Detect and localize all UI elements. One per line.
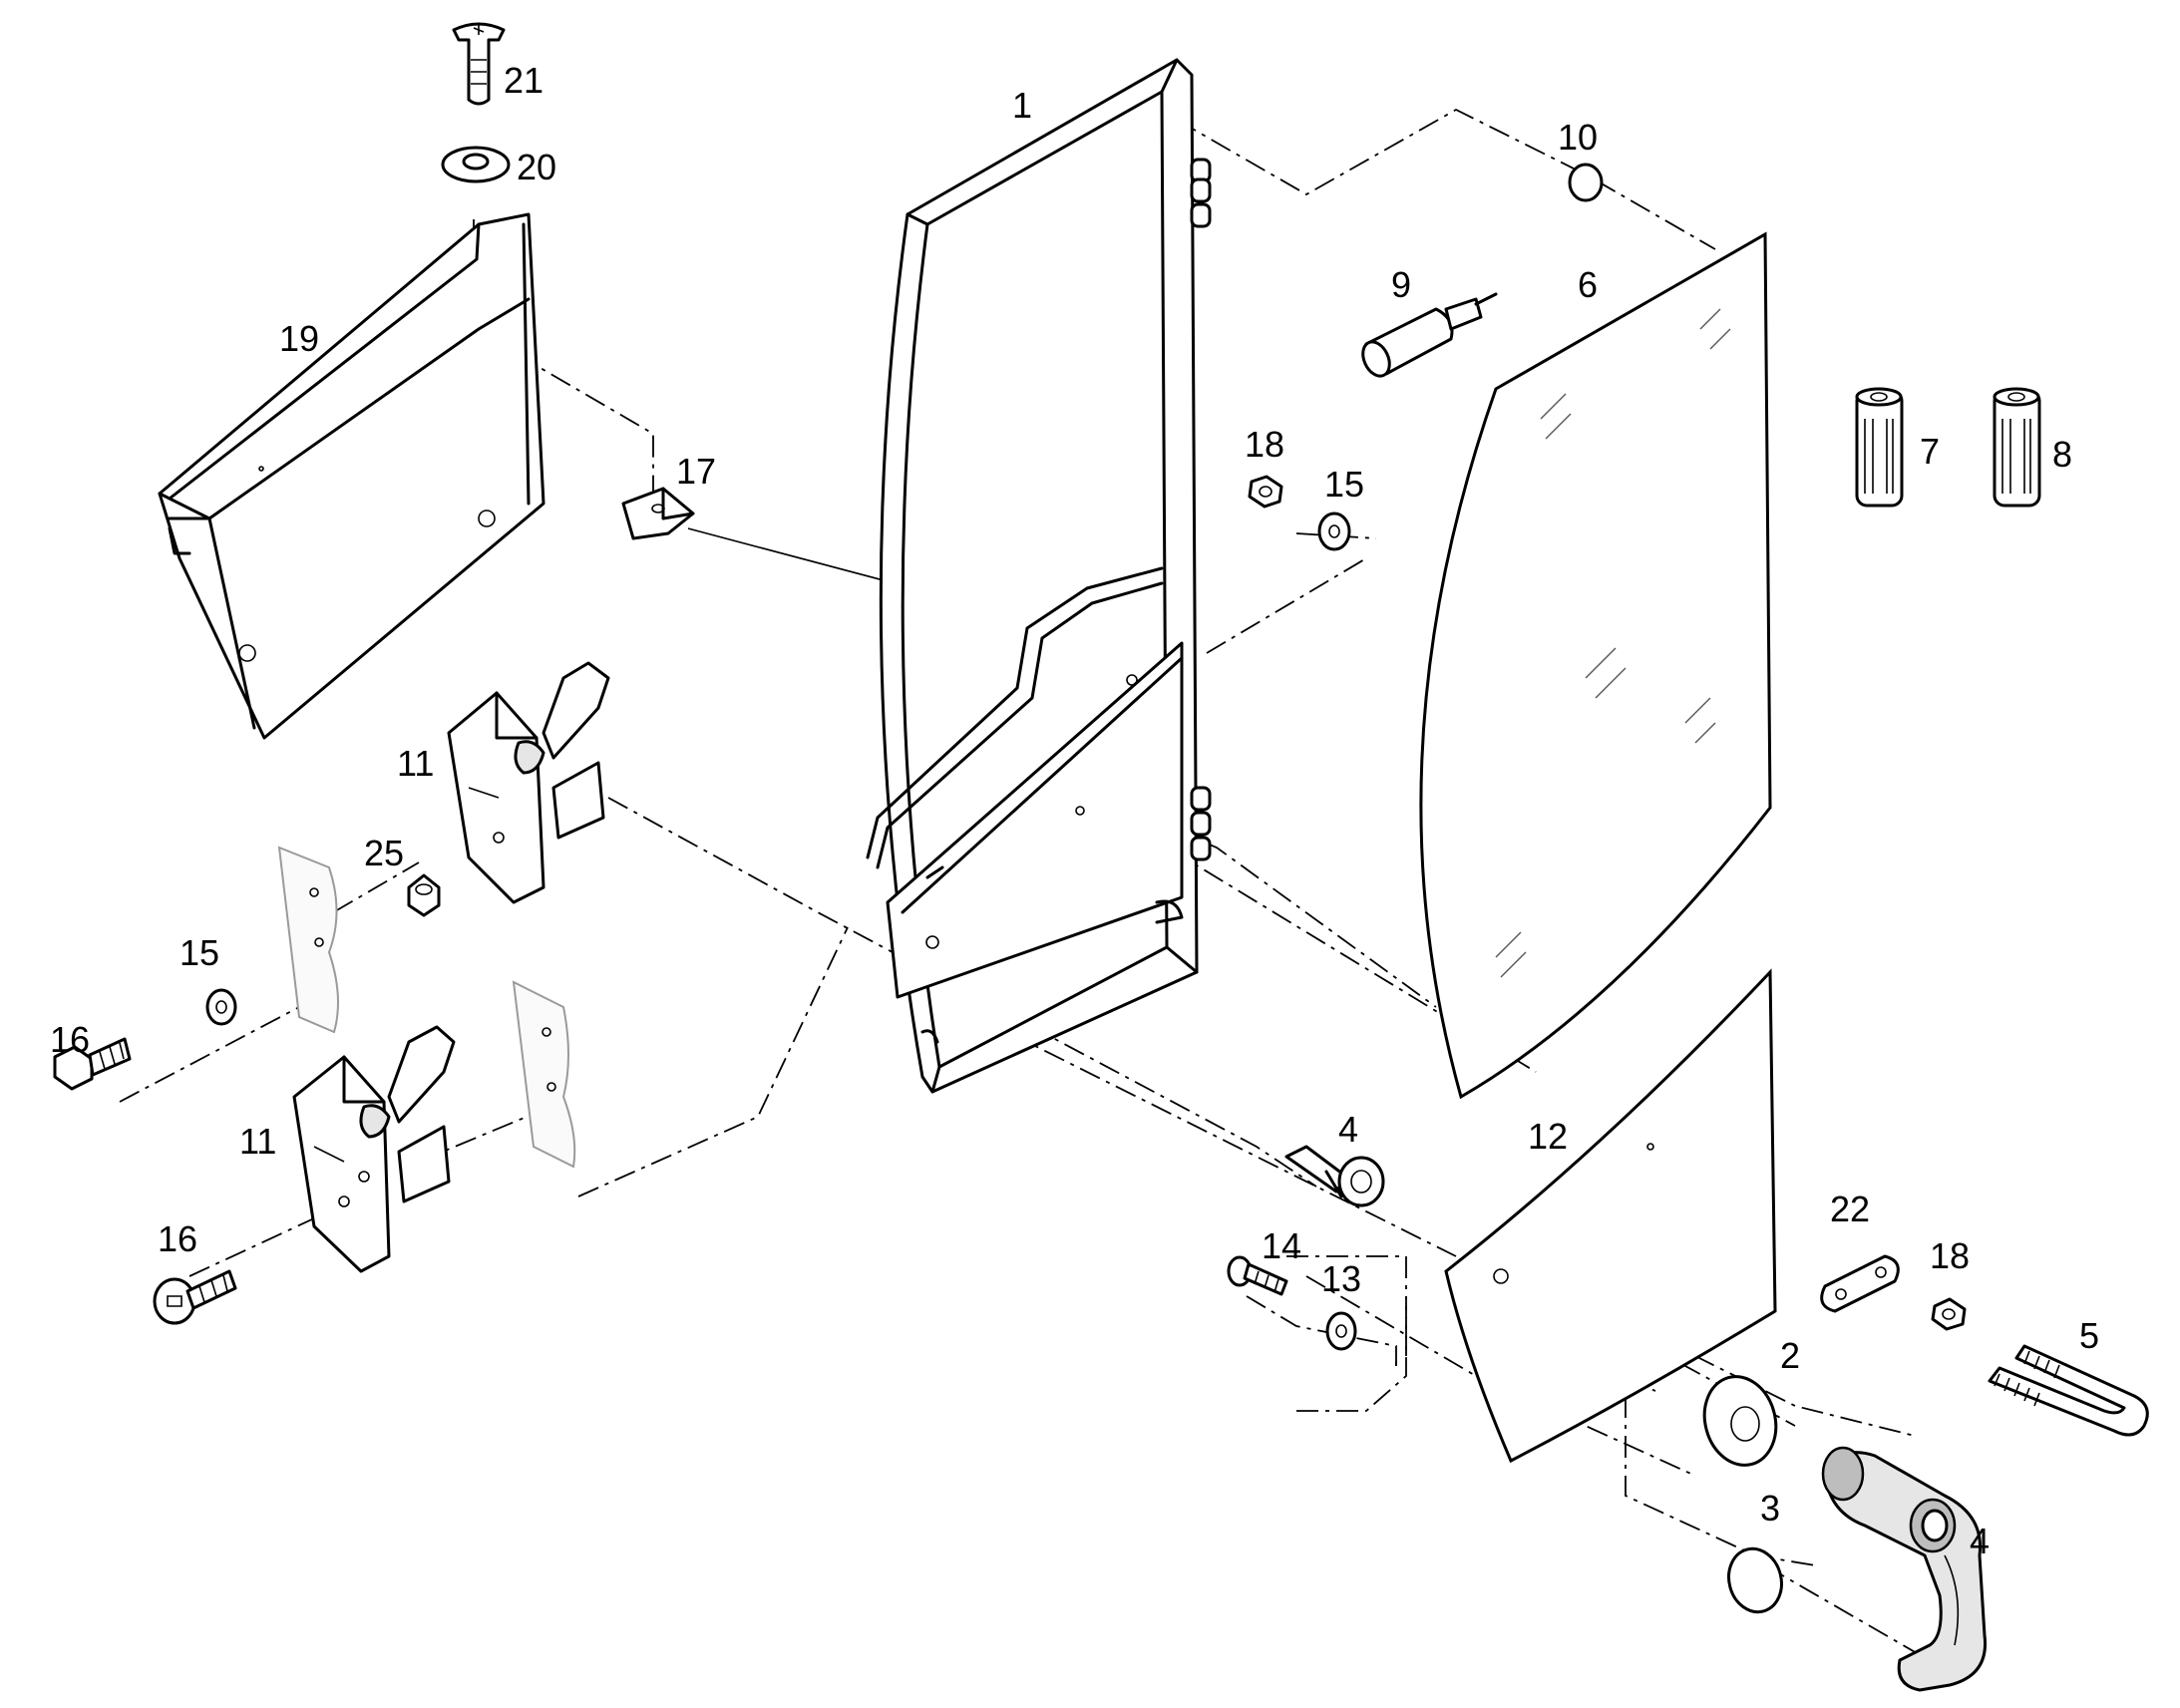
- clip-17: [621, 487, 695, 540]
- callout-13: 13: [1321, 1258, 1361, 1299]
- escutcheon-2: [1702, 1375, 1778, 1467]
- callout-18-upper: 18: [1245, 424, 1284, 465]
- latch-11-lower: [292, 1025, 456, 1273]
- screw-21: [452, 22, 506, 106]
- callout-21: 21: [504, 60, 544, 101]
- cartridge-8: [1993, 387, 2041, 508]
- callout-6: 6: [1578, 264, 1598, 305]
- callout-14: 14: [1262, 1225, 1301, 1266]
- bolt-16-countersunk: [153, 1269, 237, 1325]
- hinge-upper: [1190, 158, 1212, 228]
- nut-18-upper: [1248, 475, 1283, 509]
- callout-10: 10: [1558, 117, 1598, 158]
- latch-11-upper: [447, 661, 610, 904]
- callout-4-upper: 4: [1338, 1109, 1358, 1150]
- u-bolt-5: [1988, 1344, 2149, 1437]
- cap-10: [1568, 163, 1604, 202]
- ghost-bracket-lower: [512, 980, 576, 1169]
- callout-3: 3: [1760, 1488, 1780, 1529]
- sealant-tube-9: [1361, 292, 1498, 378]
- glass-panel: [1419, 231, 1772, 1100]
- washer-20: [441, 146, 511, 183]
- callout-18-lower: 18: [1930, 1235, 1970, 1276]
- bolt-14: [1227, 1255, 1288, 1296]
- callout-15-upper: 15: [1324, 464, 1364, 505]
- callout-4-lower: 4: [1970, 1521, 1990, 1561]
- callout-15-left: 15: [180, 932, 219, 973]
- door-frame: [866, 58, 1212, 1094]
- callout-12: 12: [1528, 1116, 1568, 1157]
- washer-13: [1325, 1311, 1357, 1351]
- callout-17: 17: [676, 451, 716, 492]
- callout-7: 7: [1920, 431, 1940, 472]
- callout-16-lower: 16: [158, 1218, 197, 1259]
- callout-2: 2: [1780, 1335, 1800, 1376]
- callout-1: 1: [1012, 85, 1032, 126]
- callout-11-upper: 11: [397, 743, 434, 784]
- spacer-25: [407, 873, 441, 917]
- callout-25: 25: [364, 833, 404, 873]
- callout-20: 20: [517, 147, 556, 187]
- callout-22: 22: [1830, 1189, 1870, 1229]
- callout-11-lower: 11: [239, 1121, 276, 1162]
- handle-4: [1821, 1446, 1988, 1692]
- nut-18-lower: [1931, 1297, 1967, 1331]
- bolt-16-hex: [53, 1037, 132, 1091]
- lock-barrel-4: [1284, 1145, 1385, 1207]
- trim-panel: [158, 212, 545, 740]
- ghost-bracket-upper: [277, 846, 339, 1034]
- cartridge-7: [1855, 387, 1904, 508]
- plate-22: [1820, 1254, 1900, 1313]
- hinge-lower: [1190, 786, 1212, 861]
- callout-labels: 1 2 3 4 4 5 6 7 8 9 10 11 11 12 13 14 15…: [50, 60, 2099, 1561]
- washer-15-upper: [1317, 512, 1351, 551]
- washer-3: [1727, 1546, 1783, 1614]
- callout-5: 5: [2079, 1315, 2099, 1356]
- callout-8: 8: [2052, 434, 2072, 475]
- washer-15-left: [205, 988, 237, 1026]
- lower-glass-panel: [1444, 968, 1777, 1464]
- callout-19: 19: [279, 318, 319, 359]
- callout-9: 9: [1391, 264, 1411, 305]
- callout-16-upper: 16: [50, 1019, 90, 1060]
